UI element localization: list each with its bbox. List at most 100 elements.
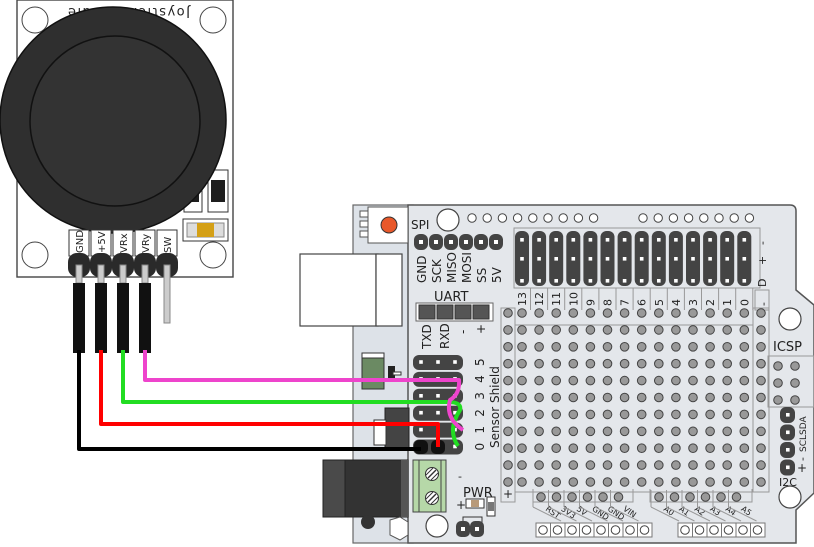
icsp-header xyxy=(767,355,814,408)
perf-hole xyxy=(602,477,613,487)
perf-hole xyxy=(705,460,715,470)
perf-hole xyxy=(534,392,544,403)
sensor-shield-label: Sensor Shield xyxy=(488,366,502,448)
perf-hole xyxy=(503,308,513,318)
perf-hole xyxy=(636,443,647,454)
perf-hole xyxy=(619,392,630,403)
breakout-trace xyxy=(548,506,577,522)
header-hole xyxy=(683,213,694,223)
perf-hole xyxy=(671,325,681,335)
digital-pin-label: 11 xyxy=(550,292,563,306)
smd-resistor xyxy=(197,223,214,237)
perf-hole xyxy=(756,308,766,318)
perf-hole xyxy=(534,477,544,487)
digital-pin-label: 2 xyxy=(704,299,717,306)
plus-rail xyxy=(752,307,770,493)
mounting-hole xyxy=(21,6,49,34)
perf-hole xyxy=(756,409,766,420)
pin-hole xyxy=(742,238,747,242)
pin-hole xyxy=(639,238,644,242)
perf-hole xyxy=(602,358,613,369)
perf-hole xyxy=(671,443,681,454)
perf-hole xyxy=(671,409,681,420)
perf-hole xyxy=(636,325,647,335)
digital-pin-label: 9 xyxy=(584,299,597,306)
perf-hole xyxy=(722,477,733,487)
perf-hole xyxy=(551,460,562,470)
pin-hole xyxy=(436,360,440,364)
breakout-trace xyxy=(666,506,695,522)
wires xyxy=(77,350,465,451)
perf-hole xyxy=(585,460,596,470)
breakout-pad-hole xyxy=(610,525,621,535)
perf-hole xyxy=(551,392,562,403)
perf-hole xyxy=(517,443,527,454)
perf-hole xyxy=(551,325,562,335)
pin-hole xyxy=(571,279,576,283)
pin-hole xyxy=(708,238,712,242)
pin-hole xyxy=(725,279,729,283)
breakout-hole xyxy=(536,492,546,502)
perf-hole xyxy=(705,426,715,437)
pin-hole xyxy=(419,394,423,398)
sensor-row-label: 2 xyxy=(473,409,487,417)
icsp-hole xyxy=(790,361,800,371)
pin-hole xyxy=(453,360,457,364)
perf-hole xyxy=(568,375,579,386)
header-hole xyxy=(699,213,709,223)
perf-hole xyxy=(739,375,750,386)
breakout-hole xyxy=(613,492,624,502)
perf-hole xyxy=(756,358,766,369)
perf-hole xyxy=(688,325,698,335)
perf-hole xyxy=(619,342,630,352)
uart-pin xyxy=(436,304,454,320)
perf-hole xyxy=(568,358,579,369)
perf-hole xyxy=(756,477,766,487)
perf-hole xyxy=(568,308,579,318)
header-hole xyxy=(714,213,724,223)
i2c-label: I2C xyxy=(779,476,797,489)
pin-hole xyxy=(419,427,423,432)
pin-hole xyxy=(691,257,695,261)
perf-hole xyxy=(551,375,562,386)
perf-hole xyxy=(688,375,698,386)
pin-hole xyxy=(479,240,483,244)
spi-pin-label: MOSI xyxy=(460,252,474,283)
perf-hole xyxy=(568,342,579,352)
power-jumper xyxy=(456,516,484,537)
spi-pin-label: MISO xyxy=(445,252,459,283)
perf-hole xyxy=(722,308,733,318)
wire-gnd xyxy=(77,350,421,451)
digital-pin-label: 12 xyxy=(533,292,546,306)
perf-hole xyxy=(688,358,698,369)
uart-label: UART xyxy=(434,290,468,305)
pin-hole xyxy=(708,279,712,283)
pin-hole xyxy=(786,413,790,417)
breakout-hole xyxy=(551,492,562,502)
perf-hole xyxy=(503,325,513,335)
icsp-hole xyxy=(790,378,800,388)
joystick-pin xyxy=(97,264,105,284)
breakout-trace xyxy=(594,506,624,522)
perf-hole xyxy=(654,358,664,369)
perf-hole xyxy=(503,477,513,487)
pin-hole xyxy=(537,257,541,261)
perf-hole xyxy=(671,477,681,487)
perf-hole xyxy=(551,358,562,369)
perf-hole xyxy=(602,325,613,335)
perf-hole xyxy=(739,477,750,487)
perf-hole xyxy=(619,426,630,437)
digital-pin-label: 6 xyxy=(636,299,649,306)
perf-hole xyxy=(722,325,733,335)
perf-hole xyxy=(671,426,681,437)
perf-hole xyxy=(568,325,579,335)
uart-pin-label: + xyxy=(474,324,488,334)
perf-hole xyxy=(551,342,562,352)
breakout-trace xyxy=(579,506,608,522)
pin-hole xyxy=(436,410,440,415)
perf-hole xyxy=(688,342,698,352)
perf-hole xyxy=(585,392,596,403)
perf-hole xyxy=(688,426,698,437)
pin-hole xyxy=(639,279,644,283)
perf-hole xyxy=(671,308,681,318)
